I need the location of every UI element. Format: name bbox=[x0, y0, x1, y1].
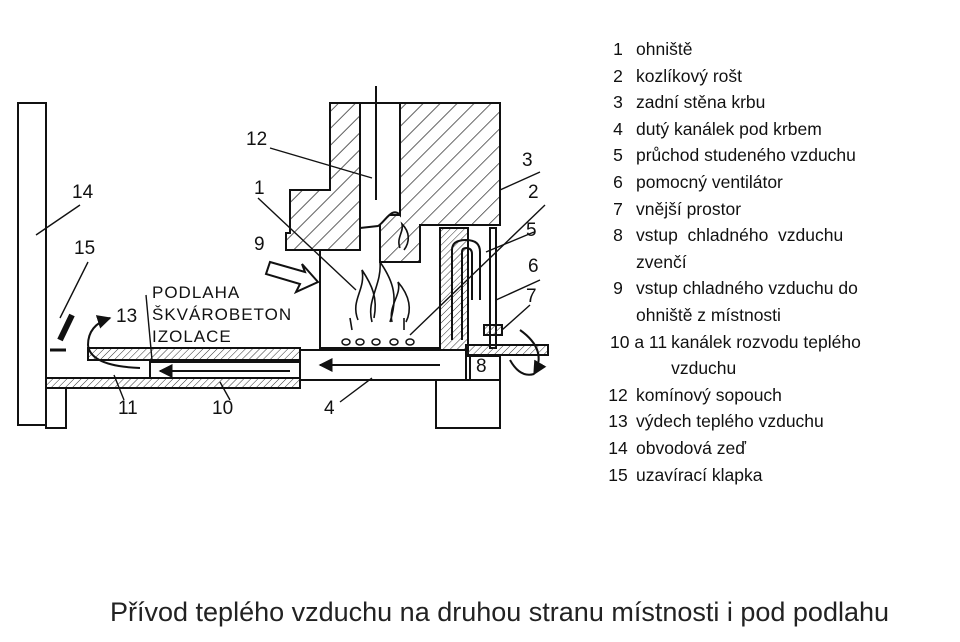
grate bbox=[341, 338, 415, 346]
callout-4: 4 bbox=[324, 398, 335, 419]
callout-14: 14 bbox=[72, 182, 94, 203]
callout-8: 8 bbox=[476, 356, 487, 377]
callout-5: 5 bbox=[526, 220, 537, 241]
callout-9: 9 bbox=[254, 234, 265, 255]
callout-15: 15 bbox=[74, 238, 95, 259]
room-air-inlet-arrow bbox=[264, 260, 320, 295]
callout-7: 7 bbox=[526, 286, 537, 307]
cold-air-duct bbox=[451, 238, 481, 340]
callout-1: 1 bbox=[254, 178, 265, 199]
callout-12: 12 bbox=[246, 129, 267, 150]
material-cinder-concrete-label: ŠKVÁROBETON bbox=[152, 305, 292, 324]
callout-13: 13 bbox=[116, 306, 137, 327]
floor-layer bbox=[87, 347, 301, 361]
fireplace-diagram: 14 15 12 1 9 3 2 5 6 7 8 13 11 10 4 PODL… bbox=[17, 86, 549, 429]
material-insulation-label: IZOLACE bbox=[152, 327, 232, 346]
perimeter-wall bbox=[17, 102, 47, 426]
material-floor-label: PODLAHA bbox=[152, 283, 240, 302]
flue-channel bbox=[359, 102, 401, 230]
callout-2: 2 bbox=[528, 182, 539, 203]
figure-caption: Přívod teplého vzduchu na druhou stranu … bbox=[110, 597, 890, 627]
flames bbox=[349, 221, 411, 331]
callout-11: 11 bbox=[118, 398, 138, 419]
callout-6: 6 bbox=[528, 256, 539, 277]
fan-box bbox=[483, 324, 503, 336]
callout-10: 10 bbox=[212, 398, 233, 419]
callout-3: 3 bbox=[522, 150, 533, 171]
